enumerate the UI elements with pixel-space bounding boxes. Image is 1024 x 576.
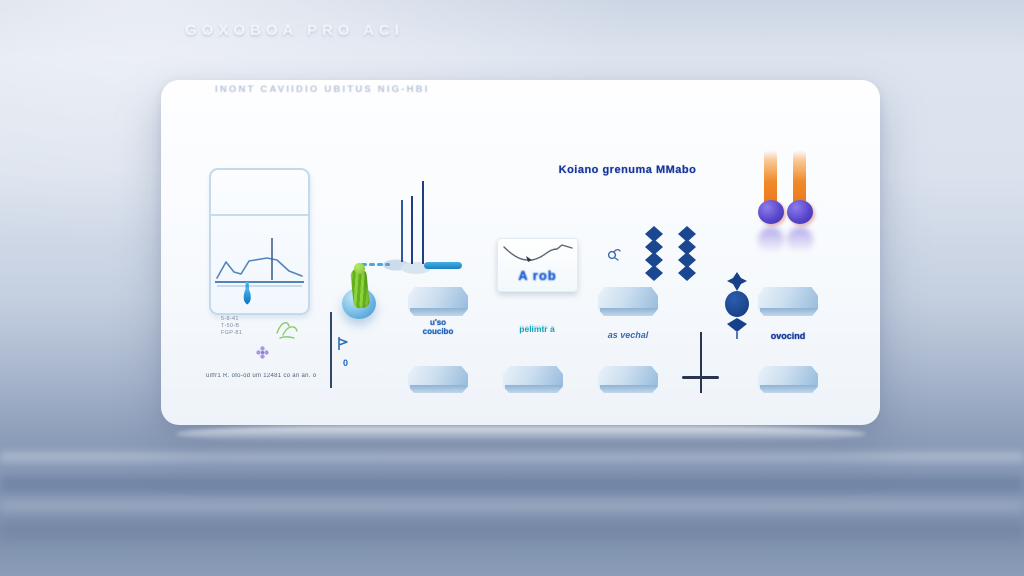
mini-info-card[interactable]: A rob [497, 238, 578, 292]
cross-marker [700, 332, 702, 393]
needle-marker [330, 312, 332, 388]
background-streak [0, 522, 1024, 542]
panel-reflection [176, 426, 866, 442]
keycap-button[interactable] [408, 287, 468, 316]
flag-icon [338, 337, 348, 350]
bird-icon [607, 248, 621, 261]
keycap-button[interactable] [503, 366, 563, 393]
caterpillar-tip [354, 263, 365, 274]
card-divider [211, 214, 308, 216]
curve-arrow-icon [503, 244, 573, 262]
orange-pin-icon [764, 150, 777, 216]
sphere-reflection [758, 227, 784, 253]
orange-pin-icon [793, 150, 806, 216]
button-label: u'so coucibo [422, 318, 454, 337]
keycap-button[interactable] [758, 287, 818, 316]
waveform-chart-icon [215, 238, 304, 305]
keycap-button[interactable] [758, 366, 818, 393]
purple-sphere-icon [758, 200, 784, 224]
button-label: pelimtr a [519, 324, 555, 334]
needle-readout: 0 [343, 358, 349, 368]
ornament-totem-icon [725, 272, 749, 339]
background-streak [0, 500, 1024, 512]
device-version-note: 5-8-41 T-50-B FGP-81 [221, 316, 243, 337]
purple-flower-icon [256, 346, 269, 359]
window-title: GOXOBOA PRO ACI [185, 22, 404, 39]
panel-heading: INONT CAVIIDIO UBITUS NIG-HBI [215, 84, 430, 95]
measurement-pins-icon [361, 181, 462, 274]
purple-sphere-icon [787, 200, 813, 224]
keycap-button[interactable] [598, 366, 658, 393]
button-label: as vechal [607, 330, 649, 340]
section-label: Koiano grenuma MMabo [558, 164, 697, 176]
button-label: ovocind [770, 331, 806, 341]
device-preview-card[interactable] [209, 168, 310, 315]
green-scribble-icon [276, 321, 298, 339]
background-streak [0, 452, 1024, 462]
footnote-text: uiffr1 R. oto-od um 12481 co an an. o [206, 373, 317, 379]
background-streak [0, 476, 1024, 492]
keycap-button[interactable] [598, 287, 658, 316]
sphere-reflection [787, 227, 813, 253]
cross-marker [682, 376, 719, 379]
zigzag-columns-icon [645, 226, 696, 281]
keycap-button[interactable] [408, 366, 468, 393]
mini-card-label: A rob [518, 268, 557, 283]
